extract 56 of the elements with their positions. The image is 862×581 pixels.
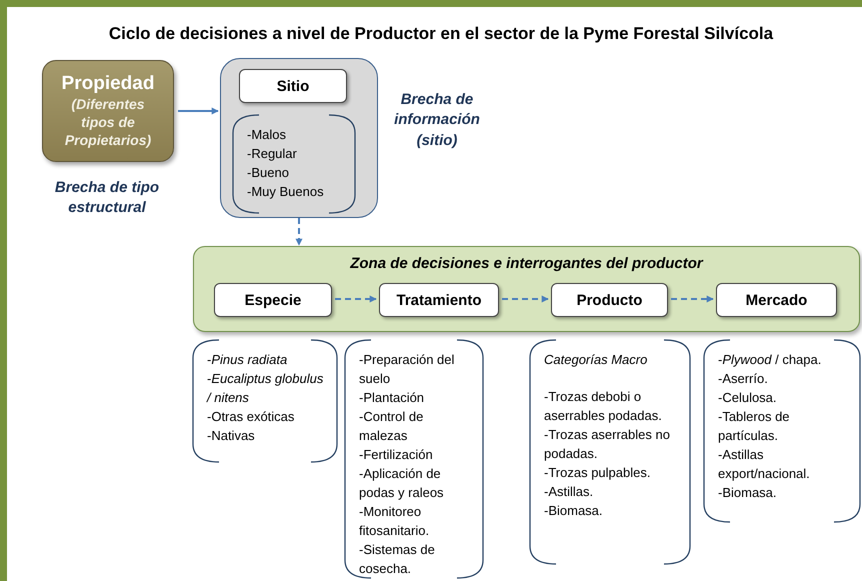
box-subtitle: (Diferentes tipos de Propietarios) (64, 94, 152, 150)
list-item: -Pinus radiata (207, 351, 288, 369)
list-item: -Plywood / chapa. (718, 351, 822, 369)
box-label: Mercado (746, 292, 808, 308)
bracketed-list (530, 340, 690, 564)
step-box (551, 283, 668, 317)
gap-note: Brecha de información (sitio) (393, 90, 481, 150)
bracketed-list (345, 340, 483, 578)
step-box (214, 283, 332, 317)
list-item: -Biomasa. (718, 484, 778, 502)
box-label: Tratamiento (396, 292, 482, 308)
list-item: -Sistemas de cosecha. (359, 541, 436, 578)
property-box (42, 60, 174, 162)
step-box (716, 283, 837, 317)
arrow (178, 108, 219, 114)
list-item: -Control de malezas (359, 408, 424, 445)
arrow (296, 218, 302, 246)
list-item: -Trozas aserrables no podadas. (544, 426, 671, 463)
box-label: Especie (244, 292, 302, 308)
band-title: Zona de decisiones e interrogantes del productor (349, 255, 704, 272)
bracketed-list (193, 340, 337, 462)
list-item: -Regular (247, 145, 298, 163)
arrow (502, 296, 549, 302)
decision-zone-band (193, 246, 860, 332)
list-item: -Muy Buenos (247, 183, 325, 201)
list-item: -Nativas (207, 427, 256, 445)
list-item: -Preparación del suelo (359, 351, 456, 388)
diagram-title: Ciclo de decisiones a nivel de Productor en el sector de la Pyme Forestal Silvícola (108, 24, 774, 44)
arrow (335, 296, 377, 302)
list-item: Categorías Macro (544, 351, 648, 369)
arrow (671, 296, 714, 302)
list-item: -Trozas debobi o aserrables podadas. (544, 388, 663, 425)
list-item: -Celulosa. (718, 389, 778, 407)
box-label: Sitio (276, 78, 310, 94)
list-item: -Fertilización (359, 446, 434, 464)
list-item: -Plantación (359, 389, 426, 407)
list-item: -Aplicación de podas y raleos (359, 465, 445, 502)
list-item: -Otras exóticas (207, 408, 296, 426)
list-item: -Monitoreo fitosanitario. (359, 503, 430, 540)
site-box (239, 69, 347, 103)
list-item: -Astillas export/nacional. (718, 446, 811, 483)
list-item: -Aserrío. (718, 370, 769, 388)
list-item: -Bueno (247, 164, 290, 182)
list-item: -Malos (247, 126, 288, 144)
gap-note: Brecha de tipo estructural (54, 178, 160, 218)
list-item: -Biomasa. (544, 502, 604, 520)
box-title: Propiedad (62, 72, 154, 95)
list-item: -Eucaliptus globulus / nitens (207, 370, 324, 407)
box-label: Producto (576, 292, 642, 308)
bracketed-list (233, 115, 355, 213)
site-panel (220, 58, 378, 218)
list-item: -Astillas. (544, 483, 594, 501)
list-item: -Tableros de partículas. (718, 408, 791, 445)
bracketed-list (704, 340, 860, 522)
step-box (379, 283, 499, 317)
list-item: -Trozas pulpables. (544, 464, 652, 482)
